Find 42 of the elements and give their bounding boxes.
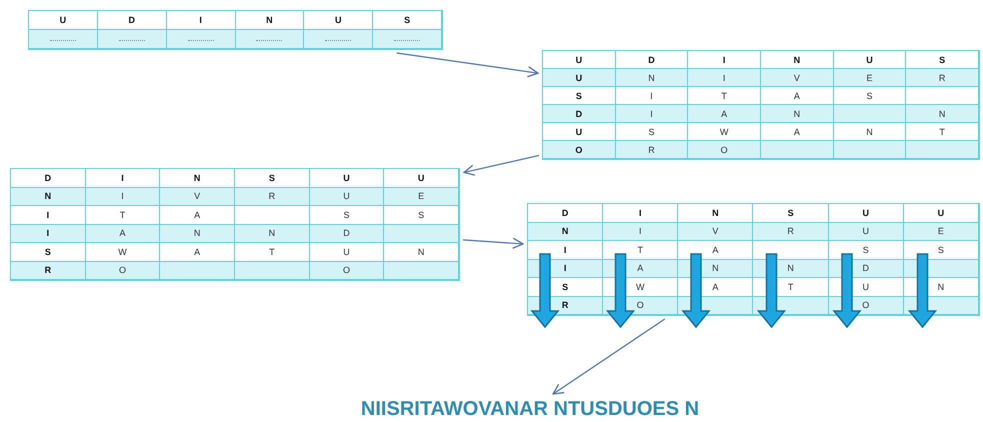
result-text: NIISRITAWOVANAR NTUSDUOES N [280,398,780,421]
table-cell: N [234,224,310,243]
table-cell: E [904,222,979,241]
table-cell: U [828,222,904,241]
arrow [396,52,539,78]
table-cell: A [86,224,160,243]
data-table [10,168,460,281]
table-cell: V [678,222,754,241]
table-cell: A [688,105,761,123]
table-cell: D [310,224,384,243]
table-cell: R [906,69,979,87]
table-cell: R [616,141,688,159]
row-header-cell: I [11,224,86,243]
table-cell: O [86,262,160,280]
table-cell: E [384,188,459,206]
arrow [463,154,540,176]
data-table [28,10,443,50]
table-cell: U [310,188,384,206]
table-cell: I [688,69,761,87]
row-header-cell: N [11,188,86,206]
table-cell: V [160,188,235,206]
table-cell: O [688,141,761,159]
table-cell: N [616,69,688,87]
table-cell: R [234,188,310,206]
row-header-cell: O [543,141,616,159]
table-cell: I [616,105,688,123]
table-cell: I [603,222,678,241]
table-cell: N [906,105,979,123]
table-cell: V [760,69,834,87]
table-cell: E [834,69,906,87]
arrow [462,238,524,249]
table-cell: N [160,224,235,243]
row-header-cell: U [543,69,616,87]
table-cell: N [760,105,834,123]
arrow [552,318,666,395]
table-cell: O [310,262,384,280]
row-header-cell: N [528,222,604,241]
row-header-cell: D [543,105,616,123]
table-cell: I [86,188,160,206]
row-header-cell: R [11,262,86,280]
table-cell: R [753,222,829,241]
data-table [542,50,980,160]
